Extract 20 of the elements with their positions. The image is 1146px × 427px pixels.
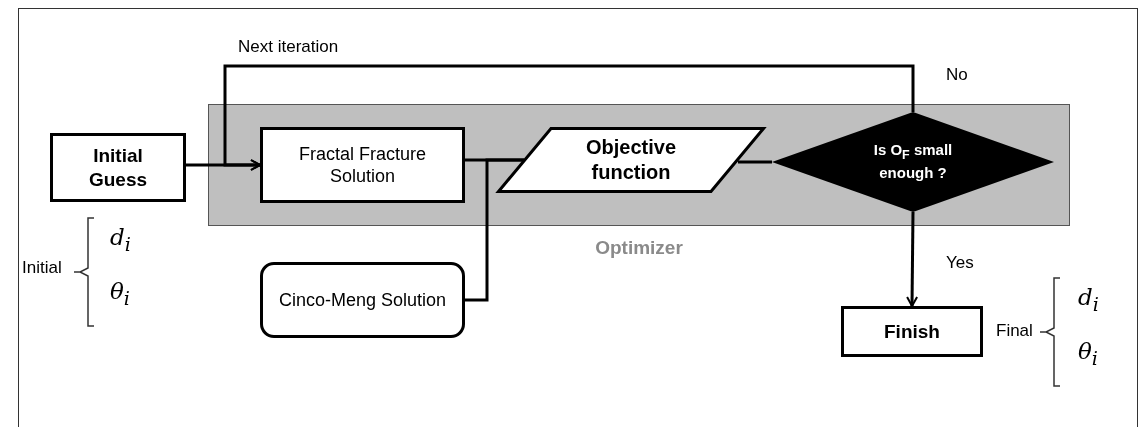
connector-line <box>738 160 772 164</box>
group-title: Optimizer <box>594 237 684 259</box>
node-text: Objective function <box>584 135 677 185</box>
math-symbol: θ$_{i}$ <box>110 278 130 310</box>
node-text: Finish <box>883 319 941 344</box>
edge-label: No <box>946 65 968 85</box>
math-symbol: θ$_{i}$ <box>1078 338 1098 370</box>
math-symbol: d$_{i}$ <box>1078 284 1099 316</box>
annotation-text: Next iteration <box>238 37 339 57</box>
node-text: Cinco-Meng Solution <box>277 288 448 312</box>
math-symbol: d$_{i}$ <box>110 224 131 256</box>
arrow <box>906 212 919 307</box>
edge-label: Yes <box>946 253 974 273</box>
bracket-label: Final <box>996 321 1033 341</box>
node-text: Is O$_{F}$ small enough ? <box>872 141 954 183</box>
arrow <box>223 64 915 171</box>
node-text: Initial Guess <box>87 143 149 192</box>
node-text: Fractal Fracture Solution <box>298 142 427 188</box>
bracket-label: Initial <box>22 258 62 278</box>
connector-line <box>465 158 524 302</box>
